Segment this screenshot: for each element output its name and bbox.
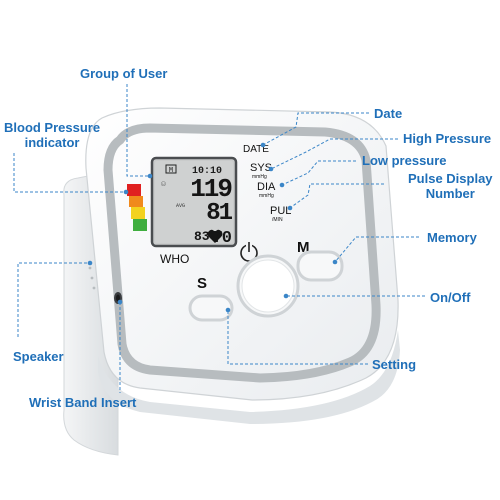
device-date-label: DATE <box>243 144 269 155</box>
s-button-label: S <box>197 275 207 292</box>
label-memory: Memory <box>427 230 477 245</box>
lcd-screen: M 10:10 ☺ 119 AVG 81 83 70 <box>150 156 238 248</box>
label-pulse-display-number-line1: Pulse Display <box>408 171 493 186</box>
label-pulse-display-number: Pulse Display Number <box>408 171 493 201</box>
label-on-off: On/Off <box>430 290 471 305</box>
label-blood-pressure-indicator: Blood Pressure indicator <box>4 120 100 150</box>
device-sys-unit: mmHg <box>252 174 267 180</box>
leader-lines <box>13 84 425 393</box>
device-pul-unit: /MIN <box>272 217 283 223</box>
device-pul-label: PUL <box>270 205 291 217</box>
label-blood-pressure-indicator-line2: indicator <box>24 135 80 150</box>
lcd-sys-value: 119 <box>190 174 232 204</box>
label-group-of-user: Group of User <box>80 66 168 81</box>
group-of-user-icon: ☺ <box>161 180 166 189</box>
speaker-grille <box>88 266 96 290</box>
label-high-pressure: High Pressure <box>403 131 492 146</box>
label-speaker: Speaker <box>13 349 64 364</box>
heart-icon <box>207 229 223 243</box>
lcd-memory-tag-box <box>165 164 177 174</box>
on-off-button[interactable] <box>236 254 300 318</box>
device-grey-rim <box>103 123 381 383</box>
leader-line-endpoints <box>87 142 338 313</box>
memory-button[interactable] <box>296 250 344 282</box>
device-dia-unit: mmHg <box>259 193 274 199</box>
blood-pressure-indicator-bar <box>127 184 147 231</box>
lcd-memory-tag: M <box>169 167 173 175</box>
device-front-face <box>85 107 399 401</box>
label-blood-pressure-indicator-line1: Blood Pressure <box>4 120 101 135</box>
lcd-memory-number: 83 <box>194 229 210 244</box>
label-pulse-display-number-line2: Number <box>425 186 475 201</box>
label-wrist-band-insert: Wrist Band Insert <box>29 395 137 410</box>
lcd-pulse-value: 70 <box>213 229 232 248</box>
lcd-avg-label: AVG <box>176 203 185 209</box>
label-setting: Setting <box>372 357 417 372</box>
device-sys-label: SYS <box>250 162 272 174</box>
label-date: Date <box>374 106 403 121</box>
device-dia-label: DIA <box>257 181 276 193</box>
label-low-pressure: Low pressure <box>362 153 447 168</box>
who-label: WHO <box>160 252 189 266</box>
setting-button[interactable] <box>188 294 234 322</box>
lcd-dia-value: 81 <box>206 200 232 227</box>
lcd-time: 10:10 <box>192 166 222 177</box>
